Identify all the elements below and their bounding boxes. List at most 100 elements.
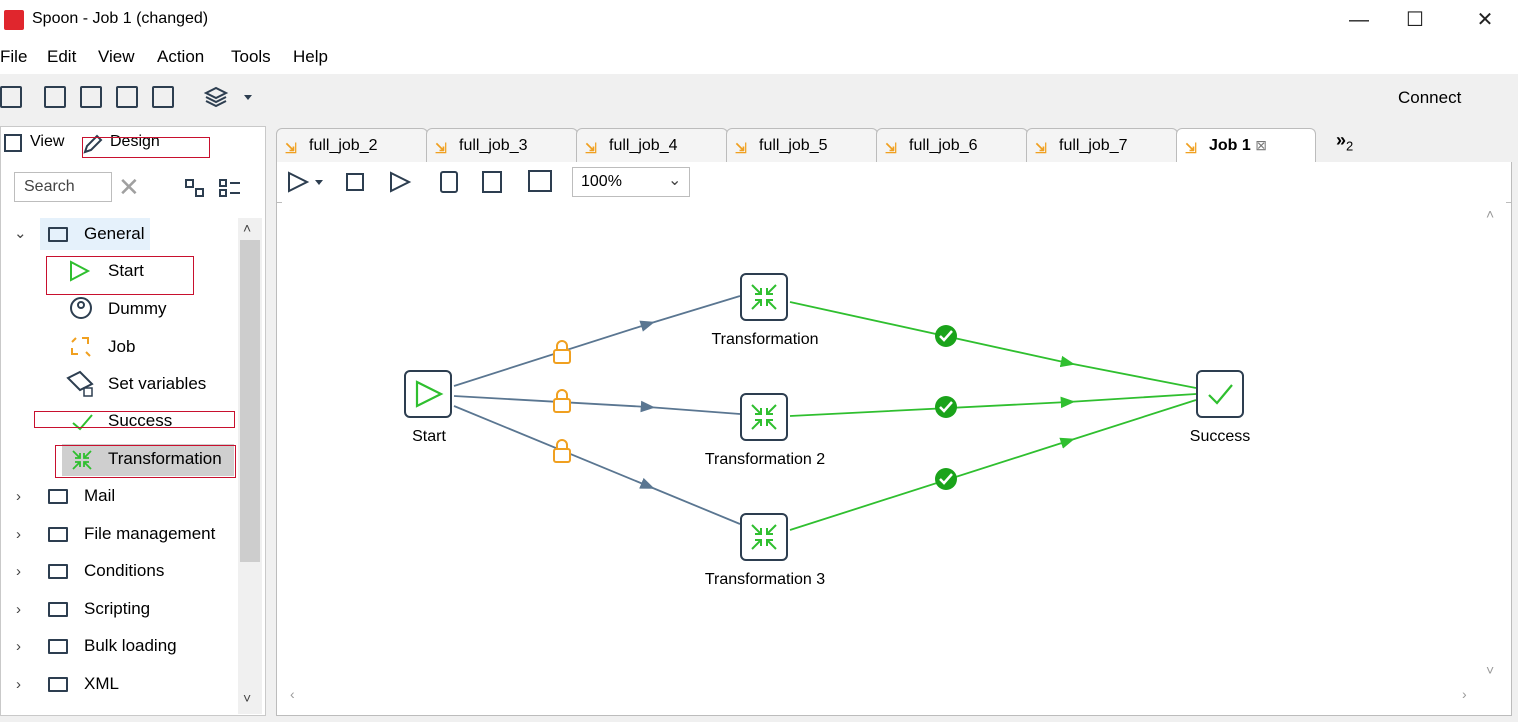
tree-item-job[interactable]: Job [108,337,136,356]
chevron-down-icon[interactable]: ⌄ [668,172,682,189]
collapse-expand-icons[interactable] [184,178,244,200]
transformation-icon [751,284,777,310]
connect-button[interactable]: Connect [1398,88,1462,107]
stop-icon[interactable] [346,173,364,191]
job-icon: ⇲ [735,140,747,156]
scroll-down-icon[interactable]: ˅ [243,690,252,706]
tree-folder-general[interactable]: General [84,224,145,243]
tabs-overflow-icon[interactable]: »2 [1336,130,1354,154]
tree-folder-conditions[interactable]: Conditions [84,561,165,580]
hop-start-transformation[interactable] [453,295,741,387]
database-explore-icon[interactable] [482,171,502,193]
success-icon [72,414,93,431]
canvas-toolbar [276,162,1512,202]
job-icon: ⇲ [585,140,597,156]
check-badge-icon [935,468,957,490]
tree-item-set-variables[interactable]: Set variables [108,374,207,393]
new-file-icon[interactable] [0,86,22,108]
folder-icon [48,527,68,542]
general-row-highlight [40,218,150,250]
hop-start-transformation-2[interactable] [453,395,741,415]
tree-item-start[interactable]: Start [108,261,144,280]
open-file-icon[interactable] [44,86,66,108]
node-start[interactable] [404,370,452,418]
clear-search-icon[interactable]: ✕ [118,172,140,202]
hop-transformation-3-success[interactable] [789,399,1197,531]
menu-tools[interactable]: Tools [231,47,271,66]
tree-folder-bulk-loading[interactable]: Bulk loading [84,636,177,655]
close-button[interactable]: ✕ [1476,9,1494,31]
hop-transformation-success[interactable] [789,301,1197,389]
chevron-right-icon[interactable]: › [16,526,21,543]
lock-icon [553,389,571,413]
tab-job-1[interactable]: ⇲Job 1 ⊠ [1176,128,1316,162]
chevron-right-icon[interactable]: › [16,638,21,655]
tree-item-dummy[interactable]: Dummy [108,299,167,318]
hop-start-transformation-3[interactable] [453,405,741,525]
preview-icon[interactable] [388,170,414,194]
tab-full-job-3[interactable]: ⇲full_job_3 [426,128,578,162]
node-transformation-label: Transformation [711,331,819,348]
layers-icon[interactable] [204,84,258,110]
align-icon[interactable] [528,170,552,192]
menu-edit[interactable]: Edit [47,47,77,66]
folder-icon [48,564,68,579]
view-tab-icon [4,134,22,152]
scroll-up-icon[interactable]: ˄ [243,220,252,236]
save-icon[interactable] [116,86,138,108]
start-icon [70,260,91,282]
check-badge-icon [935,325,957,347]
menu-file[interactable]: File [0,47,28,66]
run-icon[interactable] [286,170,336,194]
tab-full-job-4[interactable]: ⇲full_job_4 [576,128,728,162]
node-transformation-3[interactable] [740,513,788,561]
design-tab-highlight [82,137,210,158]
chevron-right-icon[interactable]: › [16,676,21,693]
minimize-button[interactable]: — [1349,9,1369,31]
canvas-scroll-left-icon[interactable]: ‹ [290,686,295,702]
search-input[interactable]: Search [14,172,112,202]
node-success[interactable] [1196,370,1244,418]
maximize-button[interactable]: ☐ [1406,9,1424,31]
tab-full-job-6[interactable]: ⇲full_job_6 [876,128,1028,162]
menu-help[interactable]: Help [293,47,328,66]
job-icon: ⇲ [1035,140,1047,156]
save-as-icon[interactable] [152,86,174,108]
tree-item-transformation[interactable]: Transformation [108,449,222,468]
chevron-right-icon[interactable]: › [16,488,21,505]
explore-icon[interactable] [80,86,102,108]
folder-icon [48,677,68,692]
folder-icon [48,602,68,617]
tree-scrollbar-thumb[interactable] [240,240,260,562]
tree-item-success[interactable]: Success [108,411,173,430]
canvas-scroll-down-icon[interactable]: ˅ [1486,662,1495,678]
hop-transformation-2-success[interactable] [789,393,1197,417]
tab-view[interactable]: View [30,133,65,150]
spoon-app-icon [4,10,24,30]
tree-folder-scripting[interactable]: Scripting [84,599,151,618]
canvas-scroll-up-icon[interactable]: ˄ [1486,206,1495,222]
canvas-scroll-right-icon[interactable]: › [1462,686,1467,702]
zoom-select[interactable]: 100% [572,167,690,197]
node-transformation[interactable] [740,273,788,321]
tree-folder-mail[interactable]: Mail [84,486,116,505]
tab-full-job-5[interactable]: ⇲full_job_5 [726,128,878,162]
menu-action[interactable]: Action [157,47,205,66]
tab-full-job-2[interactable]: ⇲full_job_2 [276,128,428,162]
chevron-right-icon[interactable]: › [16,563,21,580]
chevron-right-icon[interactable]: › [16,601,21,618]
node-transformation-2[interactable] [740,393,788,441]
sql-script-icon[interactable] [440,171,458,193]
start-icon [415,380,444,408]
node-transformation-3-label: Transformation 3 [704,571,826,588]
tree-folder-xml[interactable]: XML [84,674,119,693]
menu-view[interactable]: View [98,47,135,66]
tab-close-icon[interactable]: ⊠ [1255,137,1267,153]
job-canvas[interactable] [282,202,1506,684]
transformation-highlight [55,445,236,478]
chevron-down-icon[interactable]: ⌄ [14,225,27,242]
tree-folder-file-management[interactable]: File management [84,524,216,543]
transformation-icon [72,450,92,470]
window-title: Spoon - Job 1 (changed) [32,10,209,27]
tab-full-job-7[interactable]: ⇲full_job_7 [1026,128,1178,162]
